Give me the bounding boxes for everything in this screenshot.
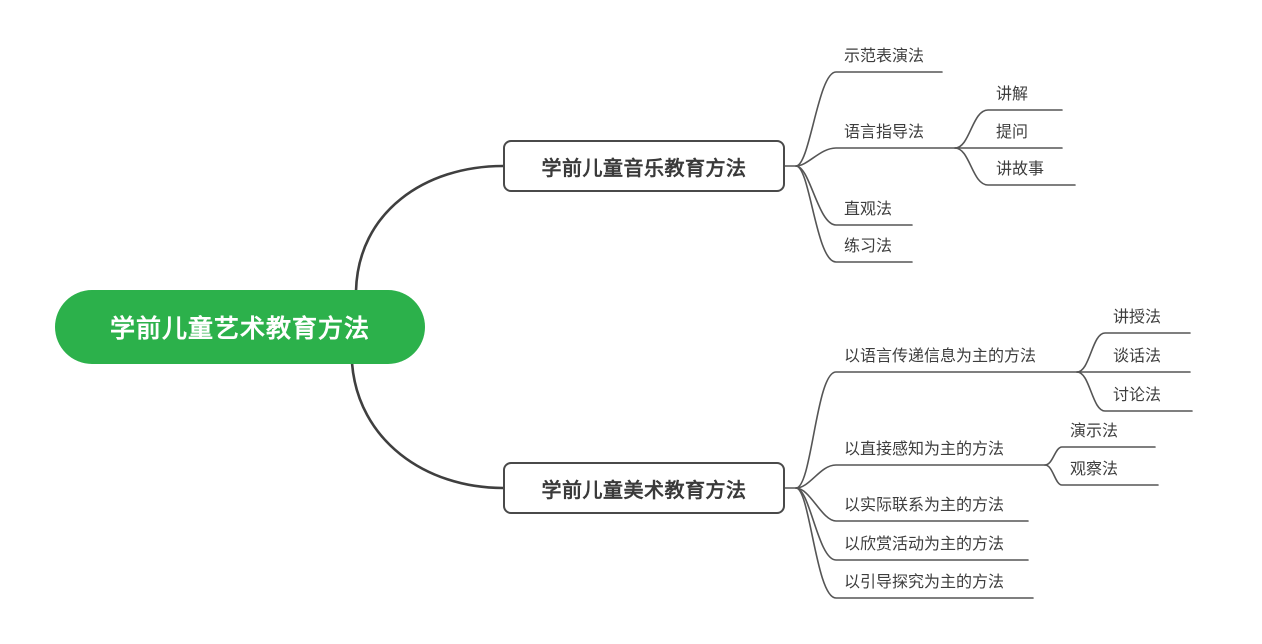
- root-node-label: 学前儿童艺术教育方法: [109, 315, 370, 343]
- node-talk[interactable]: 谈话法: [1113, 348, 1162, 365]
- branch-node-music[interactable]: 学前儿童音乐教育方法: [503, 140, 785, 192]
- node-storytelling[interactable]: 讲故事: [996, 161, 1045, 178]
- edge-root-to-music: [354, 164, 505, 293]
- branch-music-label: 学前儿童音乐教育方法: [541, 157, 747, 180]
- node-observation[interactable]: 观察法: [1070, 461, 1119, 478]
- node-practical-connection[interactable]: 以实际联系为主的方法: [844, 497, 1005, 514]
- node-practice[interactable]: 练习法: [844, 238, 893, 255]
- edge-music-demo-performance: [795, 71, 943, 167]
- node-lecture[interactable]: 讲授法: [1113, 309, 1162, 326]
- node-guided-inquiry[interactable]: 以引导探究为主的方法: [844, 574, 1005, 591]
- branch-node-art[interactable]: 学前儿童美术教育方法: [503, 462, 785, 514]
- node-discussion[interactable]: 讨论法: [1113, 387, 1162, 404]
- edge-art-language-transfer: [795, 371, 1078, 489]
- edge-root-to-art: [350, 361, 505, 490]
- node-appreciation[interactable]: 以欣赏活动为主的方法: [844, 536, 1005, 553]
- node-direct-perception[interactable]: 以直接感知为主的方法: [844, 441, 1005, 458]
- edge-music-language-guidance: [795, 147, 956, 167]
- branch-art-label: 学前儿童美术教育方法: [541, 479, 747, 502]
- node-language-guidance[interactable]: 语言指导法: [844, 124, 925, 141]
- root-node[interactable]: 学前儿童艺术教育方法: [55, 290, 425, 364]
- edge-art-direct-perception: [795, 464, 1046, 489]
- node-explain[interactable]: 讲解: [996, 86, 1029, 103]
- node-demonstration[interactable]: 演示法: [1070, 423, 1119, 440]
- node-language-transfer[interactable]: 以语言传递信息为主的方法: [844, 348, 1037, 365]
- node-intuitive[interactable]: 直观法: [844, 201, 893, 218]
- node-question[interactable]: 提问: [996, 124, 1029, 141]
- node-demo-performance[interactable]: 示范表演法: [844, 48, 925, 65]
